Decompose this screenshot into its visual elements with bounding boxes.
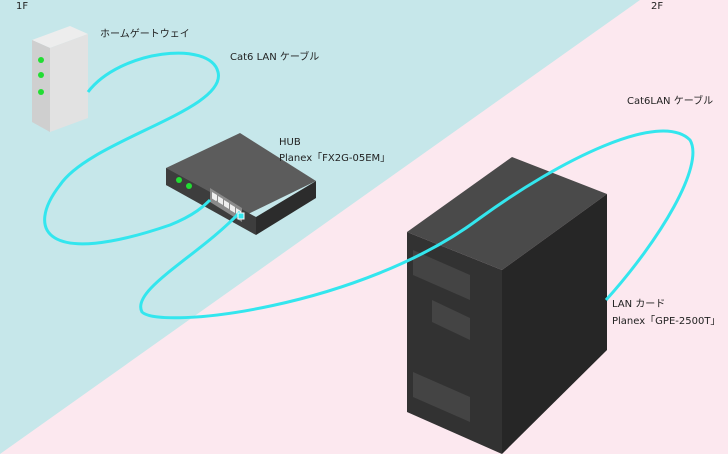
cable-lower-label: Cat6LAN ケーブル — [627, 96, 714, 107]
hub-port-connector — [237, 212, 245, 220]
lan-card-model-label: Planex「GPE-2500T」 — [612, 316, 721, 327]
pc-tower — [407, 157, 607, 454]
floor-2-label: 2F — [651, 1, 664, 12]
floor-1-label: 1F — [16, 1, 29, 12]
gateway-led-2 — [38, 72, 44, 78]
cable-upper — [43, 51, 220, 246]
hub-model-label: Planex「FX2G-05EM」 — [279, 153, 391, 164]
gateway-label: ホームゲートウェイ — [100, 29, 190, 40]
cable-upper-label: Cat6 LAN ケーブル — [230, 52, 320, 63]
floor-1-area — [0, 0, 640, 454]
cable-lower — [139, 129, 695, 320]
lan-card-label: LAN カード — [612, 299, 666, 310]
gateway-led-3 — [38, 89, 44, 95]
hub-led-2 — [186, 183, 192, 189]
home-gateway — [32, 26, 88, 132]
gateway-led-1 — [38, 57, 44, 63]
hub-label: HUB — [279, 137, 301, 148]
hub-led-1 — [176, 177, 182, 183]
